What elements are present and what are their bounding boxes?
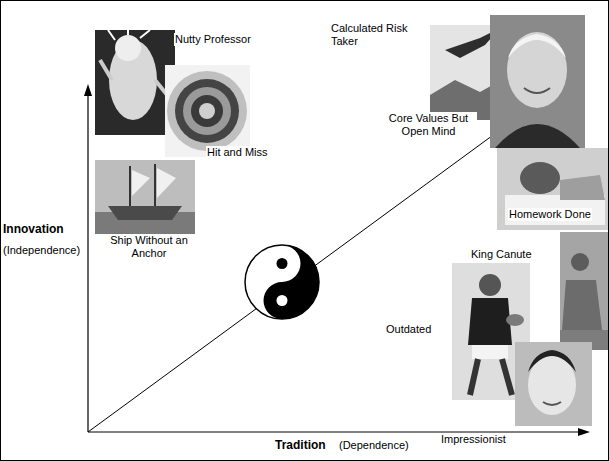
quadrant-label: Hit and Miss bbox=[206, 146, 269, 159]
portrait-photo bbox=[490, 15, 585, 148]
axis-title: Innovation bbox=[2, 222, 65, 236]
quadrant-label: King Canute bbox=[470, 248, 533, 261]
quadrant-label: Core Values But Open Mind bbox=[380, 112, 477, 138]
quadrant-label: Calculated Risk Taker bbox=[330, 22, 424, 48]
x-axis bbox=[88, 431, 582, 432]
homework-photo bbox=[497, 148, 608, 230]
quadrant-label: Impressionist bbox=[440, 433, 507, 446]
diagonal-line bbox=[88, 130, 500, 432]
professor-cartoon bbox=[95, 28, 175, 135]
yin-yang-symbol bbox=[245, 245, 319, 319]
target-image bbox=[165, 65, 250, 157]
axis-subtitle: (Independence) bbox=[2, 244, 81, 257]
quadrant-label: Outdated bbox=[385, 323, 432, 336]
axis-arrowhead bbox=[84, 84, 92, 96]
quadrant-label: Homework Done bbox=[508, 208, 592, 221]
ship-image bbox=[95, 160, 195, 234]
painting-image bbox=[560, 232, 608, 350]
axis-title: Tradition bbox=[274, 438, 327, 452]
y-axis bbox=[87, 92, 88, 432]
quadrant-label: Ship Without an Anchor bbox=[106, 234, 192, 260]
axis-arrowhead bbox=[578, 428, 590, 436]
quadrant-label: Nutty Professor bbox=[174, 33, 252, 46]
face-photo bbox=[515, 342, 592, 426]
axis-subtitle: (Dependence) bbox=[338, 439, 410, 452]
